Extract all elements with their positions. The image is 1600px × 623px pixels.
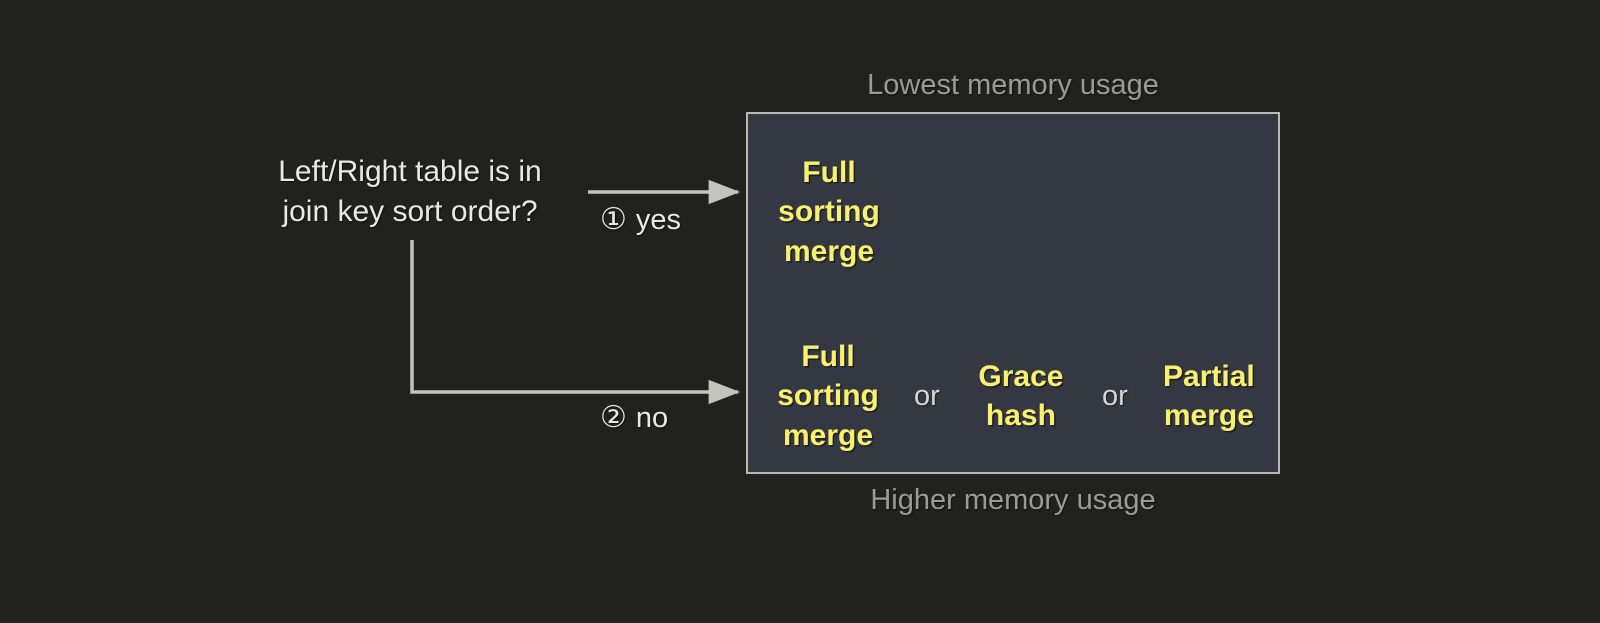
option-separator-1: or	[914, 379, 940, 412]
option-row-unsorted-input: Full sorting merge or Grace hash or Part…	[748, 326, 1278, 466]
caption-lowest-memory: Lowest memory usage	[867, 69, 1159, 101]
branch-text-yes: yes	[635, 204, 682, 236]
decision-question: Left/Right table is in join key sort ord…	[240, 152, 580, 232]
arrow-no	[410, 240, 741, 405]
join-options-panel: Full sorting merge Full sorting merge or…	[746, 112, 1280, 474]
option-full-sorting-merge-sorted[interactable]: Full sorting merge	[778, 156, 880, 268]
branch-text-no: no	[635, 402, 669, 434]
option-separator-2: or	[1102, 379, 1128, 412]
option-partial-merge[interactable]: Partial merge	[1163, 359, 1255, 432]
decision-question-line-2: join key sort order?	[282, 194, 538, 228]
decision-question-line-1: Left/Right table is in	[278, 155, 542, 188]
caption-higher-memory: Higher memory usage	[870, 484, 1156, 516]
option-grace-hash[interactable]: Grace hash	[978, 359, 1064, 432]
option-row-sorted-input: Full sorting merge	[748, 132, 1278, 292]
branch-marker-2: ②	[600, 401, 627, 434]
branch-marker-1: ①	[600, 203, 627, 236]
option-full-sorting-merge-unsorted[interactable]: Full sorting merge	[777, 340, 879, 452]
